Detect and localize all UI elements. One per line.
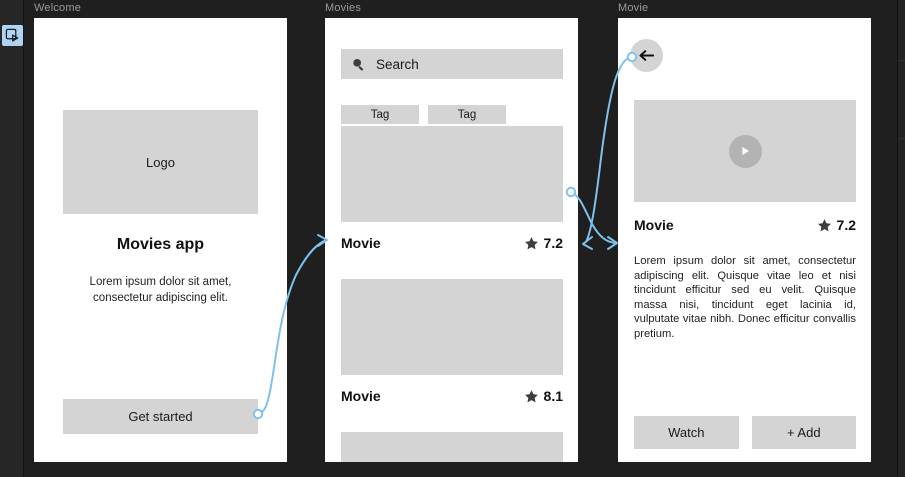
connector-arrowhead [582, 236, 593, 250]
tag-filter-row: Tag Tag [341, 105, 506, 124]
play-button[interactable] [728, 134, 762, 168]
movie-action-row: Watch + Add [634, 416, 856, 449]
get-started-button[interactable]: Get started [63, 399, 258, 434]
list-item[interactable]: Movie 7.2 [341, 231, 563, 255]
connector-arrowhead [607, 236, 618, 250]
star-icon [524, 236, 538, 249]
start-point-tool[interactable] [2, 25, 23, 46]
arrow-left-icon [639, 50, 655, 61]
screen-movies: Search Tag Tag Movie [325, 18, 578, 462]
start-point-icon [5, 28, 19, 42]
canvas[interactable]: Welcome Logo Movies app Lorem ipsum dolo… [24, 0, 897, 477]
movie-title: Movie [634, 217, 674, 233]
star-icon [524, 389, 538, 402]
search-input-value: Search [376, 56, 419, 72]
watch-button-label: Watch [668, 425, 705, 440]
movie-rating-value: 7.2 [836, 217, 856, 233]
logo-label: Logo [146, 154, 175, 170]
frame-welcome[interactable]: Welcome Logo Movies app Lorem ipsum dolo… [34, 0, 287, 462]
movie-title: Movie [341, 388, 381, 404]
inspector-divider [898, 138, 905, 139]
frame-movie[interactable]: Movie Movie [618, 0, 871, 462]
frame-movies[interactable]: Movies Search Tag T [325, 0, 578, 462]
frame-label-movies[interactable]: Movies [325, 2, 362, 14]
frame-label-welcome[interactable]: Welcome [34, 2, 82, 14]
welcome-subtitle: Lorem ipsum dolor sit amet, consectetur … [89, 276, 232, 304]
tag-chip[interactable]: Tag [341, 105, 419, 124]
movie-poster-placeholder[interactable] [341, 279, 563, 375]
add-button[interactable]: + Add [751, 416, 856, 449]
left-toolbar [0, 0, 24, 477]
right-inspector-strip [897, 0, 905, 477]
play-icon [742, 147, 749, 155]
search-icon [351, 57, 366, 72]
watch-button[interactable]: Watch [634, 416, 739, 449]
tag-chip[interactable]: Tag [428, 105, 506, 124]
back-button[interactable] [630, 39, 663, 72]
star-icon [817, 218, 831, 231]
movie-rating-value: 8.1 [543, 388, 563, 404]
movie-rating: 7.2 [817, 217, 856, 233]
tag-chip-label: Tag [457, 108, 477, 121]
movie-description: Lorem ipsum dolor sit amet, consectetur … [634, 255, 856, 340]
search-input[interactable]: Search [341, 49, 563, 79]
movie-poster-placeholder[interactable] [341, 126, 563, 222]
movie-rating-value: 7.2 [543, 235, 563, 251]
page-title: Movies app [116, 236, 205, 253]
list-item[interactable]: Movie 8.1 [341, 384, 563, 408]
screen-welcome: Logo Movies app Lorem ipsum dolor sit am… [34, 18, 287, 462]
add-button-label: + Add [786, 425, 821, 440]
movie-rating: 7.2 [524, 235, 563, 251]
video-player-placeholder[interactable] [634, 100, 856, 202]
movie-poster-placeholder[interactable] [341, 432, 563, 462]
get-started-label: Get started [128, 409, 193, 424]
movie-rating: 8.1 [524, 388, 563, 404]
movie-title: Movie [341, 235, 381, 251]
inspector-divider [898, 60, 905, 61]
frame-label-movie[interactable]: Movie [618, 2, 649, 14]
screen-movie-detail: Movie 7.2 Lorem ipsum dolor sit amet, co… [618, 18, 871, 462]
logo-placeholder: Logo [63, 110, 258, 214]
movie-header: Movie 7.2 [634, 214, 856, 236]
tag-chip-label: Tag [370, 108, 390, 121]
